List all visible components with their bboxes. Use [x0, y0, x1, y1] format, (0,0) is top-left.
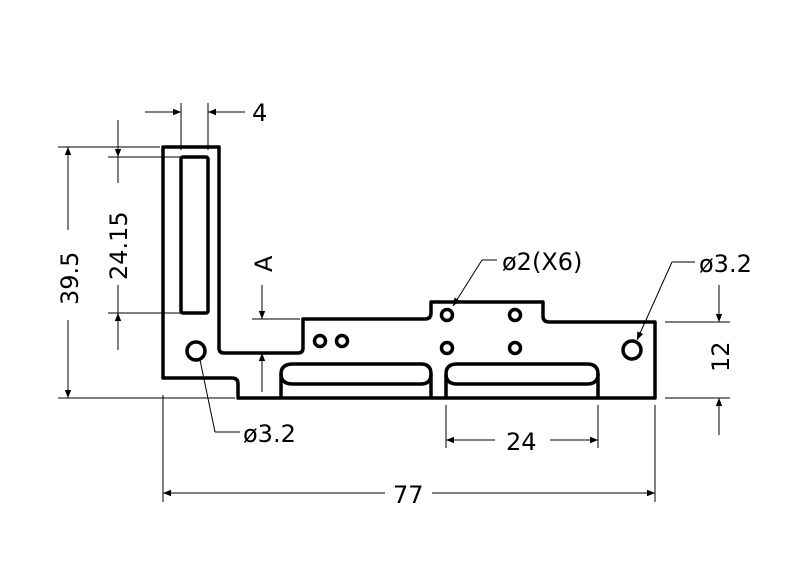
part-outline: [161, 145, 657, 400]
dim-slot-height: 24.15: [105, 120, 181, 350]
dim-section-a: A: [250, 255, 300, 392]
leader-small-holes: ø2(X6): [452, 248, 582, 307]
leader-right-hole: ø3.2: [636, 250, 752, 341]
dim-slot-width: 24: [445, 405, 599, 456]
hole-left: [185, 340, 207, 362]
dim-total-height: 39.5: [56, 146, 235, 399]
dim-label: 77: [393, 481, 424, 509]
bottom-slot-right: [444, 362, 600, 398]
dim-label: 12: [707, 341, 735, 372]
dim-label: 24.15: [105, 211, 133, 280]
dim-label: ø3.2: [699, 250, 752, 278]
hole-right: [621, 339, 643, 361]
leader-left-hole: ø3.2: [199, 359, 296, 448]
dim-right-height: 12: [665, 285, 735, 435]
left-slot: [179, 155, 210, 315]
dim-top-width: 4: [145, 99, 267, 150]
small-holes: [312, 307, 523, 356]
bottom-slot-left: [279, 362, 433, 398]
dim-label: 4: [252, 99, 267, 127]
dim-total-width: 77: [162, 395, 656, 509]
dim-label: A: [250, 255, 278, 272]
dim-label: ø3.2: [243, 420, 296, 448]
dim-label: ø2(X6): [502, 248, 582, 276]
dim-label: 39.5: [56, 252, 84, 305]
dim-label: 24: [506, 428, 537, 456]
